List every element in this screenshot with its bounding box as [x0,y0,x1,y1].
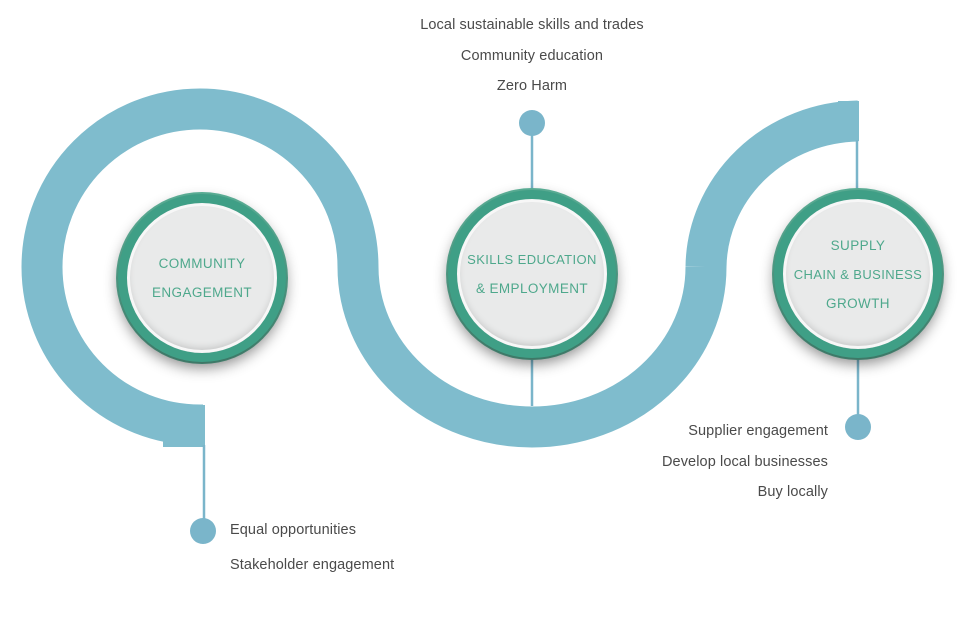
ribbon-left-arc [21,88,379,446]
pillar-label-line: SUPPLY [830,237,886,253]
bullet-supply-2: Develop local businesses [661,454,828,470]
ribbon-left-tail [163,405,205,447]
pillar-label-line: COMMUNITY [158,256,246,271]
bullet-skills-2: Community education [460,48,604,64]
bullet-community-2: Stakeholder engagement [230,557,395,573]
pillar-label-line: & EMPLOYMENT [475,281,589,296]
pillar-skills-education-employment: SKILLS EDUCATION & EMPLOYMENT [448,190,616,358]
connector-dots [190,110,871,544]
ribbon [21,88,859,448]
pillar-label-line: CHAIN & BUSINESS [793,266,923,282]
bullet-skills-3: Zero Harm [496,78,568,94]
bullet-supply-3: Buy locally [757,484,828,500]
pillar-label-line: ENGAGEMENT [151,285,252,300]
dot-supply-icon [845,414,871,440]
ribbon-middle-u [337,266,727,448]
bullet-community-1: Equal opportunities [230,522,357,538]
ribbon-right-tail [838,101,859,141]
pillar-community-engagement: COMMUNITY ENGAGEMENT [118,194,286,362]
dot-community-icon [190,518,216,544]
ribbon-right-arc [685,100,859,268]
bullet-supply-1: Supplier engagement [688,423,828,439]
dot-skills-icon [519,110,545,136]
bullet-skills-1: Local sustainable skills and trades [420,17,644,33]
pillar-label-line: GROWTH [826,295,890,311]
pillar-supply-chain-business-growth: SUPPLY CHAIN & BUSINESS GROWTH [774,190,942,358]
pillar-label-line: SKILLS EDUCATION [467,252,597,267]
